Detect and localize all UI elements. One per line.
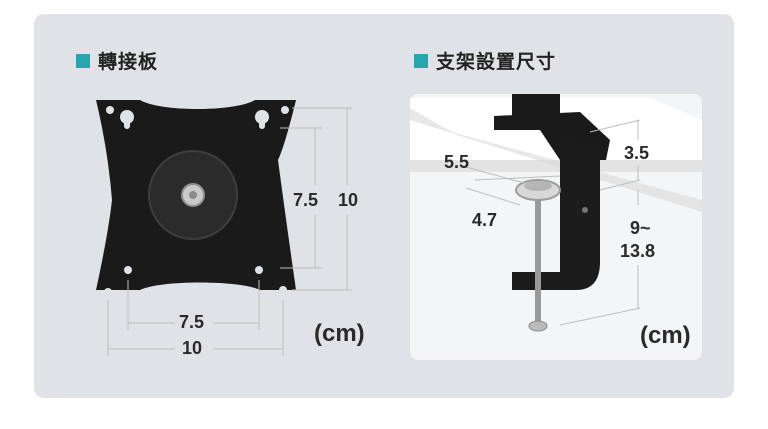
desk-underside [410, 108, 702, 212]
vesa-overall-vertical-label: 10 [338, 190, 359, 210]
arm-height-label: 3.5 [624, 143, 650, 163]
clamp-size-heading: 支架設置尺寸 [414, 47, 556, 74]
arm-post [512, 94, 560, 116]
vesa-hole-spacing-horizontal-label: 7.5 [179, 312, 205, 332]
vesa-hole-spacing-vertical-label: 7.5 [293, 190, 319, 210]
pad-diameter-label: 4.7 [472, 210, 498, 230]
vesa-unit-label: (cm) [314, 320, 365, 347]
clamp-dimension-lines [465, 119, 641, 326]
vesa-overall-horizontal-label: 10 [182, 338, 203, 358]
clamp-screw-handle [528, 320, 548, 332]
clamp-unit-label: (cm) [640, 322, 691, 349]
keyhole-slots [104, 106, 289, 296]
vesa-plate-heading: 轉接板 [76, 47, 158, 74]
vesa-dimension-lines [107, 107, 352, 356]
clamp-range-top-label: 9~ [630, 218, 651, 238]
teal-square-icon [76, 53, 90, 68]
vesa-plate-title: 轉接板 [98, 51, 159, 73]
clamp-screw [535, 195, 541, 323]
teal-square-icon [414, 53, 428, 68]
clamp-size-title: 支架設置尺寸 [436, 51, 557, 73]
clamp-top-depth-label: 5.5 [444, 152, 470, 172]
clamp-range-bottom-label: 13.8 [620, 241, 656, 261]
clamp-body [512, 140, 600, 290]
